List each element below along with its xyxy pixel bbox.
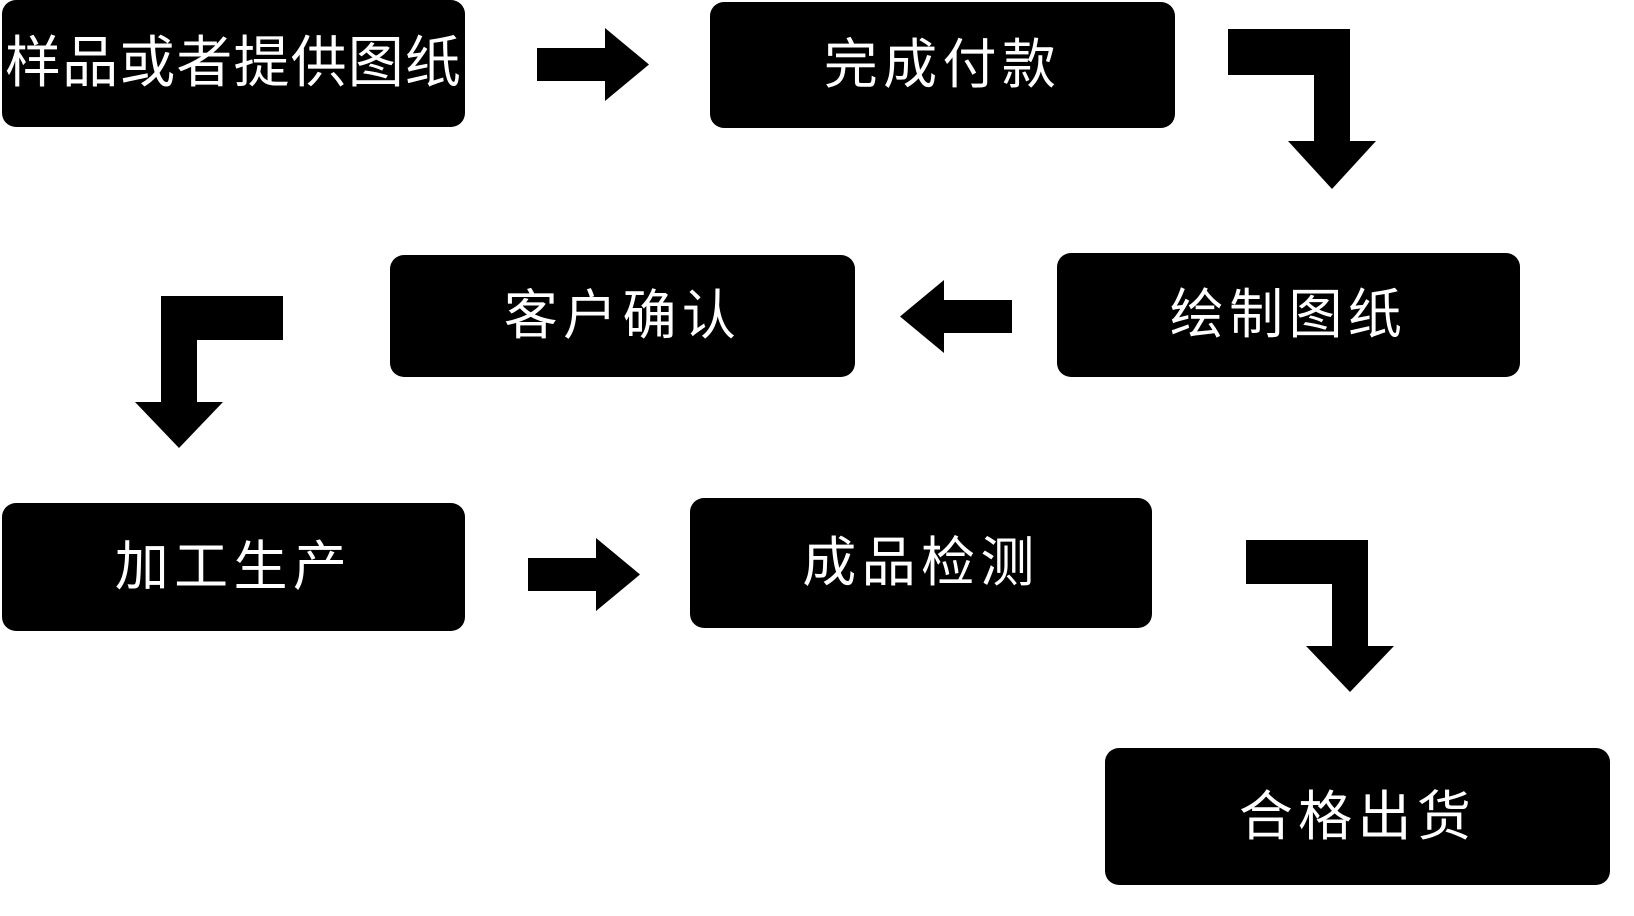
- arrow-production-to-inspection: [528, 538, 640, 611]
- arrow-inspection-to-shipment: [1246, 540, 1394, 692]
- arrow-sample-to-payment: [537, 28, 649, 101]
- flow-node-customer-confirm[interactable]: 客户确认: [390, 255, 855, 377]
- flow-node-inspection-label: 成品检测: [802, 531, 1040, 595]
- flow-node-production-label: 加工生产: [114, 535, 353, 599]
- flow-node-shipment[interactable]: 合格出货: [1105, 748, 1610, 885]
- flow-node-payment-label: 完成付款: [823, 33, 1062, 97]
- flow-node-sample[interactable]: 样品或者提供图纸: [2, 0, 465, 127]
- flow-node-customer-confirm-label: 客户确认: [503, 284, 742, 348]
- flow-node-payment[interactable]: 完成付款: [710, 2, 1175, 128]
- arrow-payment-to-drawing: [1228, 29, 1376, 189]
- flow-node-inspection[interactable]: 成品检测: [690, 498, 1152, 628]
- flow-node-shipment-label: 合格出货: [1238, 784, 1477, 848]
- flow-node-production[interactable]: 加工生产: [2, 503, 465, 631]
- arrow-confirm-to-production: [135, 296, 283, 448]
- flow-node-drawing-label: 绘制图纸: [1169, 283, 1408, 347]
- flow-node-sample-label: 样品或者提供图纸: [5, 30, 462, 96]
- arrow-drawing-to-confirm: [900, 280, 1012, 353]
- flow-node-drawing[interactable]: 绘制图纸: [1057, 253, 1520, 377]
